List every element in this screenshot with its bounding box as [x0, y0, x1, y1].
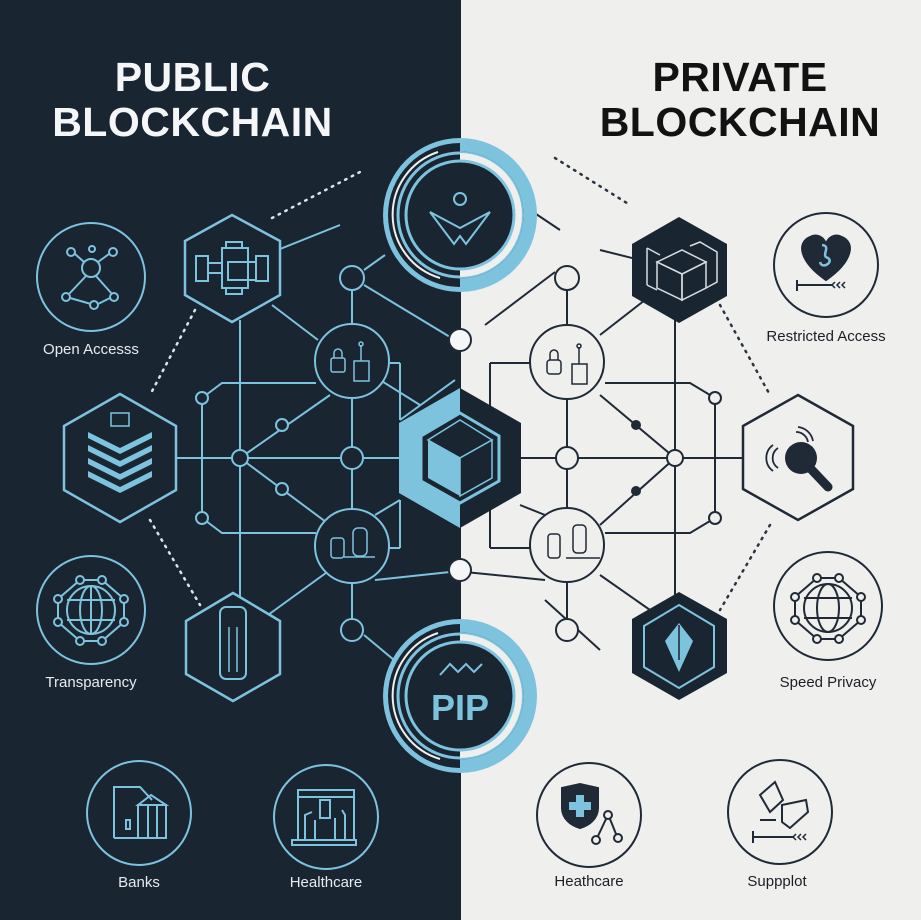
private-blockchain-title: PRIVATE BLOCKCHAIN — [560, 55, 920, 145]
public-nodes — [195, 265, 365, 642]
heart-hands-icon — [773, 212, 879, 318]
arrow-emblem-icon — [383, 138, 537, 292]
private-filled-dots — [631, 420, 641, 496]
feature-label-suppplot: Suppplot — [747, 873, 807, 890]
feature-label-heathcare: Heathcare — [554, 873, 624, 890]
devices-icon — [314, 508, 390, 584]
title-line: BLOCKCHAIN — [52, 99, 333, 145]
title-line: PUBLIC — [114, 54, 271, 100]
devices-icon — [529, 507, 605, 583]
feature-label-speed-privacy: Speed Privacy — [779, 674, 877, 691]
package-boxes-icon — [632, 217, 727, 323]
storage-cylinder-icon — [184, 591, 282, 703]
cube-icon — [399, 388, 521, 528]
server-machine-icon — [183, 213, 282, 324]
private-dotted-links — [553, 156, 772, 612]
feature-label-transparency: Transparency — [45, 674, 137, 691]
bank-building-icon — [86, 760, 192, 866]
feature-label-banks: Banks — [118, 874, 160, 891]
feature-label-healthcare: Healthcare — [289, 874, 363, 891]
public-dotted-links — [148, 170, 362, 607]
feature-label-restricted-access: Restricted Access — [766, 328, 886, 345]
title-line: PRIVATE — [652, 54, 828, 100]
globe-network-icon — [36, 555, 146, 665]
bridge-nodes — [448, 328, 472, 582]
supply-package-icon — [727, 759, 833, 865]
lock-and-tag-icon — [314, 323, 390, 399]
shield-cross-icon — [536, 762, 642, 868]
lock-and-tag-icon — [529, 324, 605, 400]
pillars-emblem-icon: PIP — [383, 619, 537, 773]
stacked-chevrons-icon — [62, 392, 178, 524]
hospital-building-icon — [273, 764, 379, 870]
title-line: BLOCKCHAIN — [599, 99, 881, 145]
diamond-crystal-icon — [632, 592, 727, 700]
public-blockchain-title: PUBLIC BLOCKCHAIN — [0, 55, 385, 145]
pip-glyph: PIP — [431, 687, 489, 728]
magnifier-signal-icon — [741, 393, 855, 522]
globe-network-icon — [773, 551, 883, 661]
feature-label-open-access: Open Accesss — [43, 341, 139, 358]
network-nodes-icon — [36, 222, 146, 332]
private-nodes — [554, 265, 722, 642]
